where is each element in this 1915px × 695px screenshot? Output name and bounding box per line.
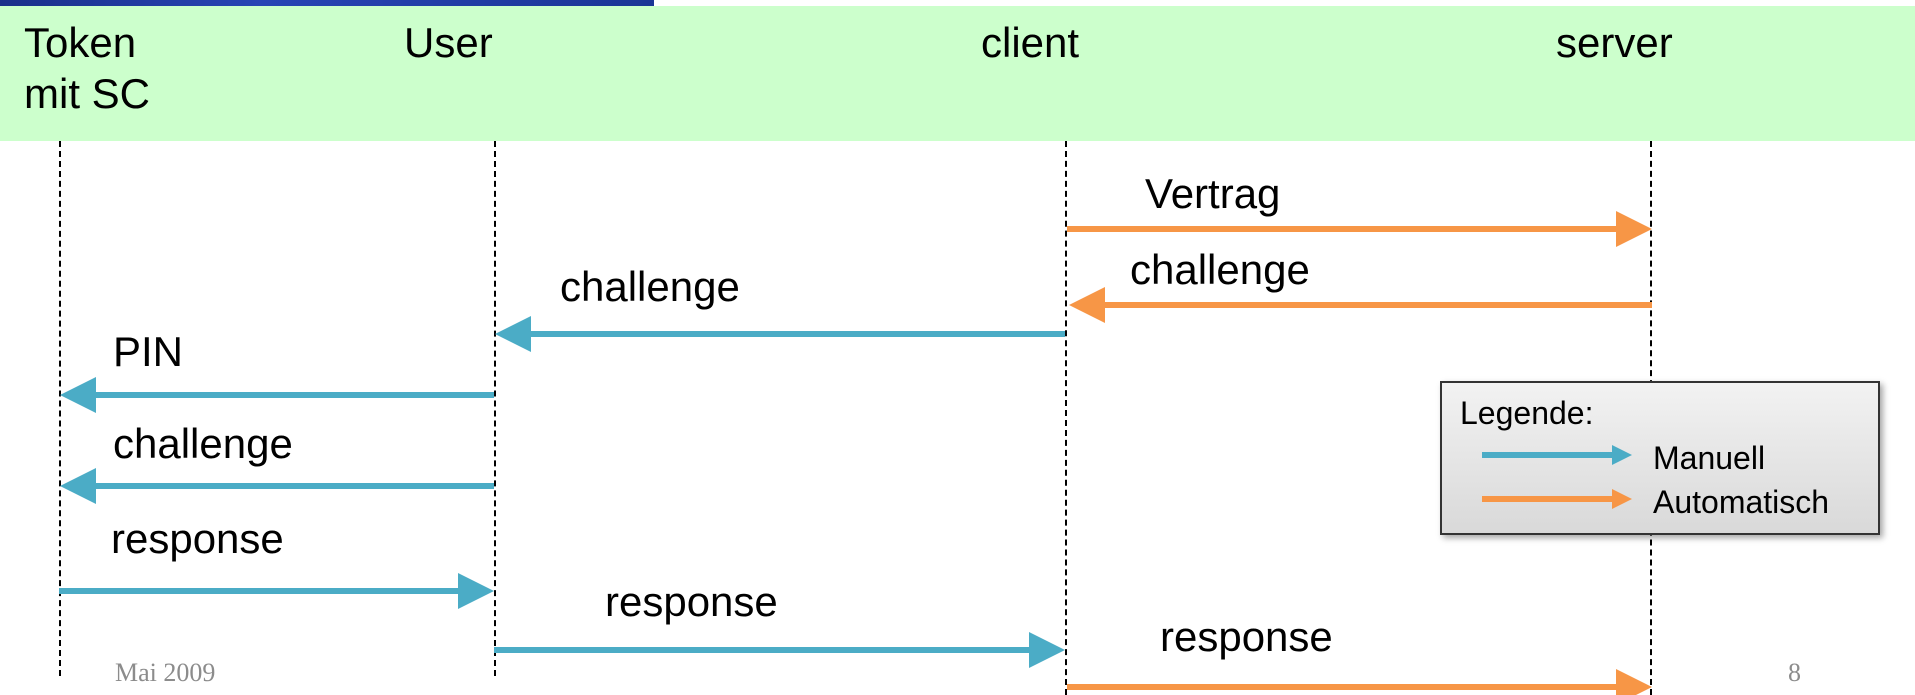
message-label: Vertrag xyxy=(1145,170,1281,217)
actor-server: server xyxy=(1556,19,1673,66)
legend-title: Legende: xyxy=(1460,395,1594,431)
lifeline-client xyxy=(1065,141,1067,695)
actor-token: Token mit SC xyxy=(24,19,150,117)
actor-client: client xyxy=(981,19,1080,66)
message-label: challenge xyxy=(113,420,293,467)
legend-manual-label: Manuell xyxy=(1653,440,1766,476)
legend-automatic-arrow xyxy=(1482,489,1632,509)
legend-automatic-label: Automatisch xyxy=(1653,484,1830,520)
message-label: challenge xyxy=(1130,246,1310,293)
lifeline-user xyxy=(494,141,496,676)
message-label: response xyxy=(1160,613,1333,660)
message-label: challenge xyxy=(560,263,740,310)
actor-user: User xyxy=(404,19,493,66)
legend-box: Legende: Manuell Automatisch xyxy=(1440,381,1880,535)
message-label: response xyxy=(605,578,778,625)
legend-manual-arrow xyxy=(1482,445,1632,465)
actor-header-band xyxy=(0,6,1915,141)
message-label: PIN xyxy=(113,328,184,375)
message-label: response xyxy=(111,515,284,562)
page-number: 8 xyxy=(1788,658,1801,687)
header-corner-image xyxy=(0,0,654,6)
footer-date: Mai 2009 xyxy=(115,658,216,687)
